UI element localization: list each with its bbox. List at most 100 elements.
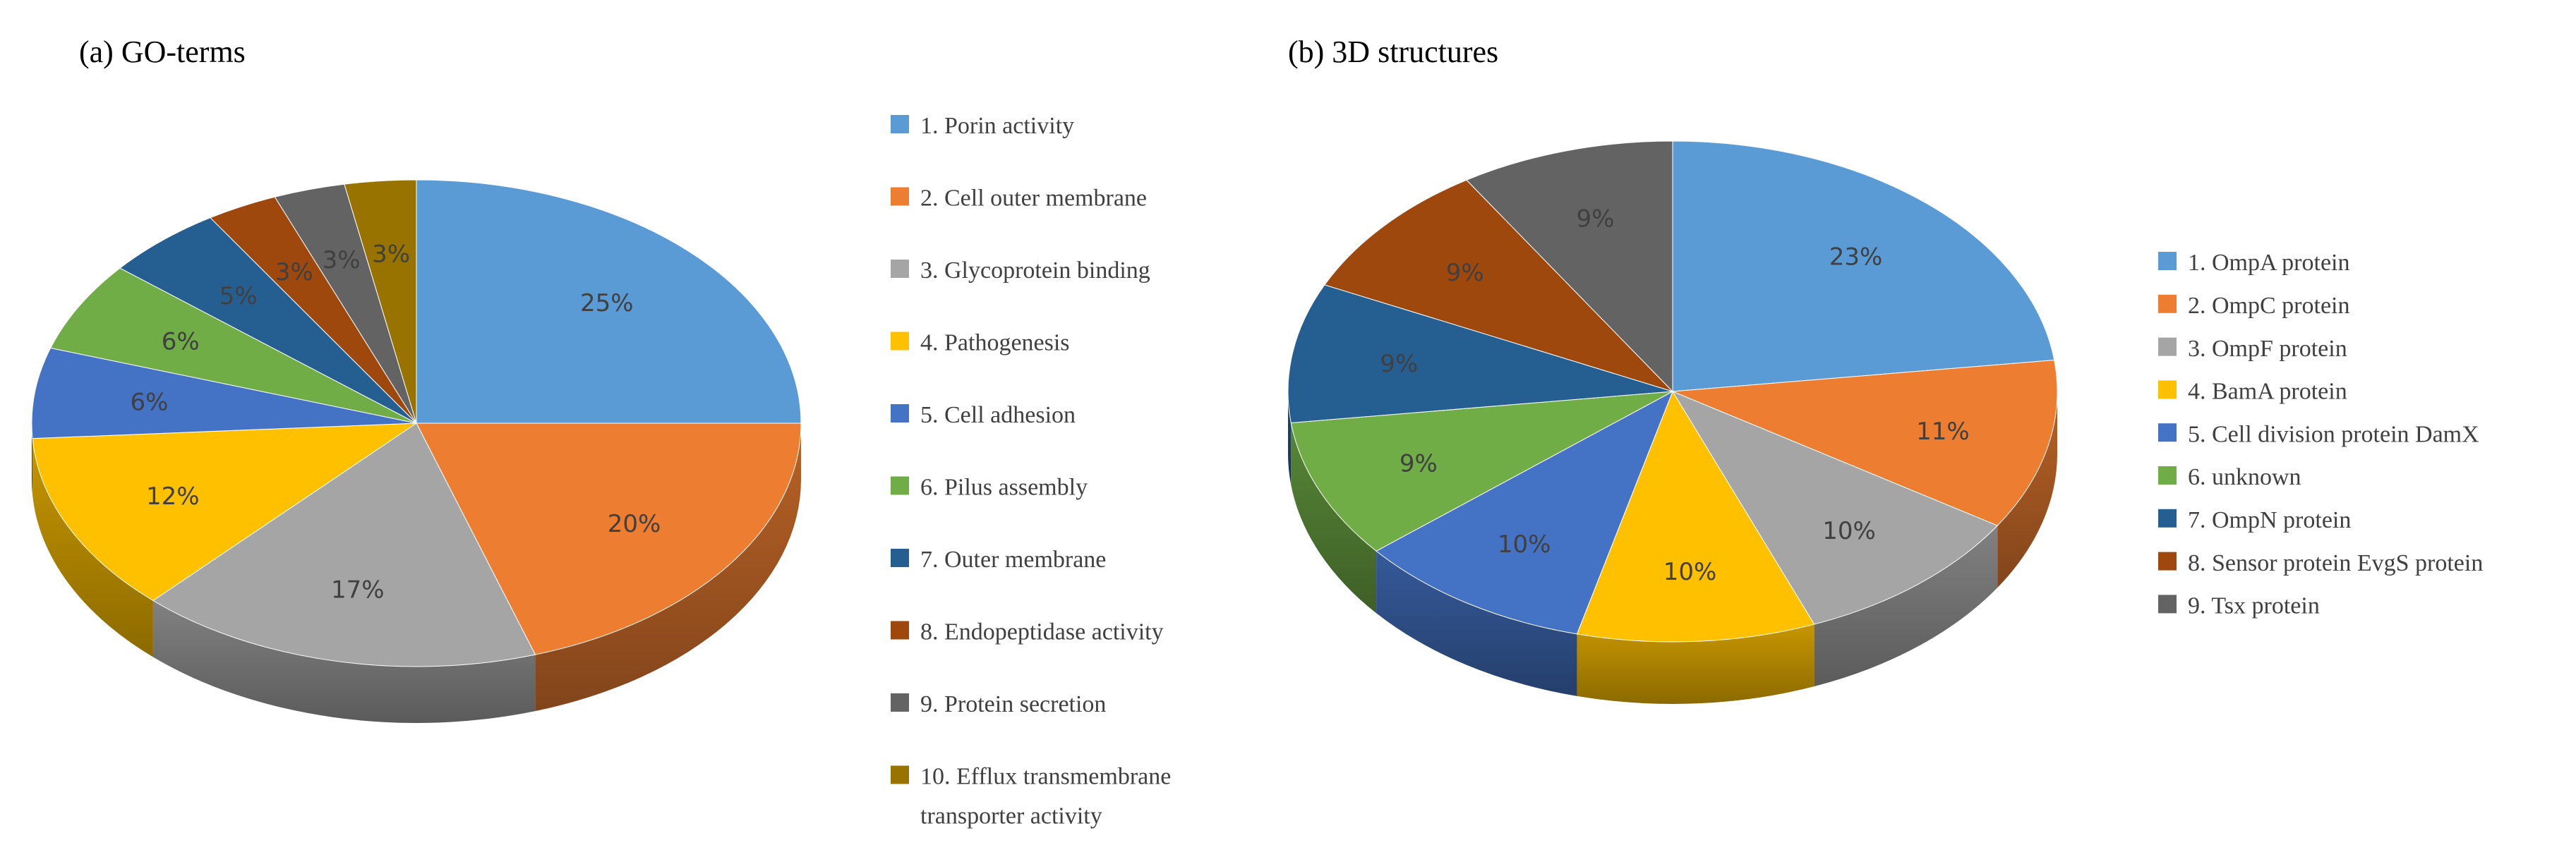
pie-slice-unknown — [1290, 391, 1673, 552]
chart-title-go-terms: (a) GO-terms — [79, 35, 246, 69]
legend-item-glycoprotein-binding: 3. Glycoprotein binding — [891, 257, 1150, 284]
pie-slice-cell-adhesion — [31, 347, 417, 439]
legend-item-cell-division-protein-damx: 5. Cell division protein DamX — [2158, 421, 2479, 447]
pie-slice-cell-outer-membrane — [416, 423, 802, 655]
legend-label: 4. BamA protein — [2188, 379, 2347, 405]
pie-label-bama-protein: 10% — [1663, 558, 1717, 586]
chart-title-3d-structures: (b) 3D structures — [1288, 35, 1498, 69]
legend-item-cell-adhesion: 5. Cell adhesion — [891, 402, 1076, 428]
pie-slice-tsx-protein — [1466, 140, 1673, 393]
pie-label-pathogenesis: 12% — [146, 482, 200, 511]
legend-label: 8. Endopeptidase activity — [920, 619, 1164, 645]
legend-swatch — [2158, 466, 2177, 485]
legend-swatch — [891, 621, 909, 640]
legend-swatch — [2158, 595, 2177, 614]
legend-3d-structures: 1. OmpA protein 2. OmpC protein 3. OmpF pr… — [2158, 250, 2483, 619]
legend-swatch — [891, 187, 909, 206]
legend-item-tsx-protein: 9. Tsx protein — [2158, 593, 2320, 619]
pie-side-cell-division-protein-damx — [1376, 551, 1577, 696]
legend-label: 7. Outer membrane — [920, 547, 1106, 573]
pie-label-glycoprotein-binding: 17% — [331, 576, 385, 604]
pie-label-ompc-protein: 11% — [1916, 418, 1970, 446]
legend-swatch — [891, 476, 909, 495]
legend-item-outer-membrane: 7. Outer membrane — [891, 547, 1106, 573]
legend-swatch — [2158, 509, 2177, 528]
pie-side-unknown — [1291, 423, 1377, 614]
legend-label: 7. OmpN protein — [2188, 507, 2351, 533]
legend-label: 5. Cell adhesion — [920, 402, 1076, 428]
pie-slice-porin-activity — [416, 179, 802, 424]
legend-swatch — [2158, 337, 2177, 356]
pie-label-cell-division-protein-damx: 10% — [1498, 530, 1551, 559]
pie-label-cell-outer-membrane: 20% — [608, 510, 661, 538]
pie-slice-glycoprotein-binding — [152, 423, 536, 667]
pie-side-glycoprotein-binding — [152, 600, 536, 723]
chart-go-terms: (a) GO-terms 25% 20% 17% 12% 6% 6% 5% 3% 3% 3% 1.… — [31, 35, 1171, 829]
pie-label-sensor-protein-evgs-protein: 9% — [1446, 259, 1484, 287]
pie-slice-ompc-protein — [1672, 359, 2058, 526]
pie-label-cell-adhesion: 6% — [131, 389, 169, 417]
pie-label-pilus-assembly: 6% — [162, 328, 200, 356]
legend-label: 9. Protein secretion — [920, 691, 1106, 717]
legend-item-porin-activity: 1. Porin activity — [891, 113, 1074, 139]
pie-go-terms: 25% 20% 17% 12% 6% 6% 5% 3% 3% 3% — [31, 179, 802, 723]
legend-label: 6. unknown — [2188, 464, 2301, 490]
pie-side-pathogenesis — [32, 438, 153, 657]
pie-side-cell-outer-membrane — [535, 423, 801, 712]
pie-side-ompn-protein — [1288, 391, 1292, 485]
legend-item-cell-outer-membrane: 2. Cell outer membrane — [891, 186, 1147, 212]
chart-3d-structures: (b) 3D structures 23%11%10%10%10%9%9%9%9… — [1287, 35, 2483, 705]
legend-swatch — [2158, 380, 2177, 399]
legend-item-pathogenesis: 4. Pathogenesis — [891, 330, 1070, 356]
legend-swatch — [891, 549, 909, 567]
legend-label: 8. Sensor protein EvgS protein — [2188, 550, 2483, 576]
pie-slice-sensor-protein-evgs-protein — [1324, 179, 1673, 392]
legend-swatch — [891, 693, 909, 712]
pie-side-ompc-protein — [1997, 391, 2057, 588]
pie-3d-structures: 23%11%10%10%10%9%9%9%9% — [1287, 140, 2058, 705]
pie-slice-pathogenesis — [32, 423, 418, 602]
pie-slice-efflux-transmembrane-transporter-activity — [344, 179, 417, 424]
legend-item-protein-secretion: 9. Protein secretion — [891, 691, 1106, 717]
legend-label: 3. OmpF protein — [2188, 336, 2347, 362]
legend-item-unknown: 6. unknown — [2158, 464, 2301, 490]
pie-slice-outer-membrane — [119, 217, 417, 424]
legend-go-terms: 1. Porin activity 2. Cell outer membrane 3… — [891, 113, 1171, 829]
legend-label: 5. Cell division protein DamX — [2188, 421, 2479, 447]
legend-swatch — [891, 115, 909, 133]
legend-item-endopeptidase-activity: 8. Endopeptidase activity — [891, 619, 1164, 645]
legend-item-ompa-protein: 1. OmpA protein — [2158, 250, 2349, 276]
legend-label: 4. Pathogenesis — [920, 330, 1070, 356]
pie-label-efflux-transmembrane-transporter-activity: 3% — [372, 241, 410, 269]
legend-swatch — [891, 332, 909, 351]
legend-label: 1. Porin activity — [920, 113, 1074, 139]
pie-slice-bama-protein — [1576, 390, 1815, 643]
pie-side-bama-protein — [1577, 624, 1814, 705]
legend-swatch — [891, 260, 909, 278]
pie-label-porin-activity: 25% — [580, 289, 634, 317]
legend-swatch — [891, 765, 909, 784]
pie-slice-pilus-assembly — [49, 267, 417, 424]
pie-slice-ompn-protein — [1287, 284, 1673, 424]
legend-item-pilus-assembly: 6. Pilus assembly — [891, 475, 1088, 501]
pie-label-endopeptidase-activity: 3% — [275, 258, 313, 286]
legend-item-sensor-protein-evgs-protein: 8. Sensor protein EvgS protein — [2158, 550, 2483, 576]
pie-label-ompf-protein: 10% — [1822, 517, 1876, 545]
legend-item-ompn-protein: 7. OmpN protein — [2158, 507, 2351, 533]
legend-swatch — [2158, 552, 2177, 571]
pie-label-unknown: 9% — [1400, 450, 1438, 478]
pie-side-ompf-protein — [1814, 525, 1998, 687]
legend-label: 2. OmpC protein — [2188, 293, 2349, 319]
pie-slice-ompf-protein — [1671, 390, 1999, 625]
pie-label-tsx-protein: 9% — [1577, 205, 1615, 233]
legend-swatch — [2158, 423, 2177, 442]
legend-label: 3. Glycoprotein binding — [920, 257, 1150, 284]
legend-swatch — [891, 404, 909, 423]
pie-label-protein-secretion: 3% — [323, 246, 361, 274]
legend-swatch — [2158, 294, 2177, 313]
pie-label-outer-membrane: 5% — [219, 282, 258, 310]
legend-item-bama-protein: 4. BamA protein — [2158, 379, 2347, 405]
pie-label-ompn-protein: 9% — [1380, 350, 1418, 378]
